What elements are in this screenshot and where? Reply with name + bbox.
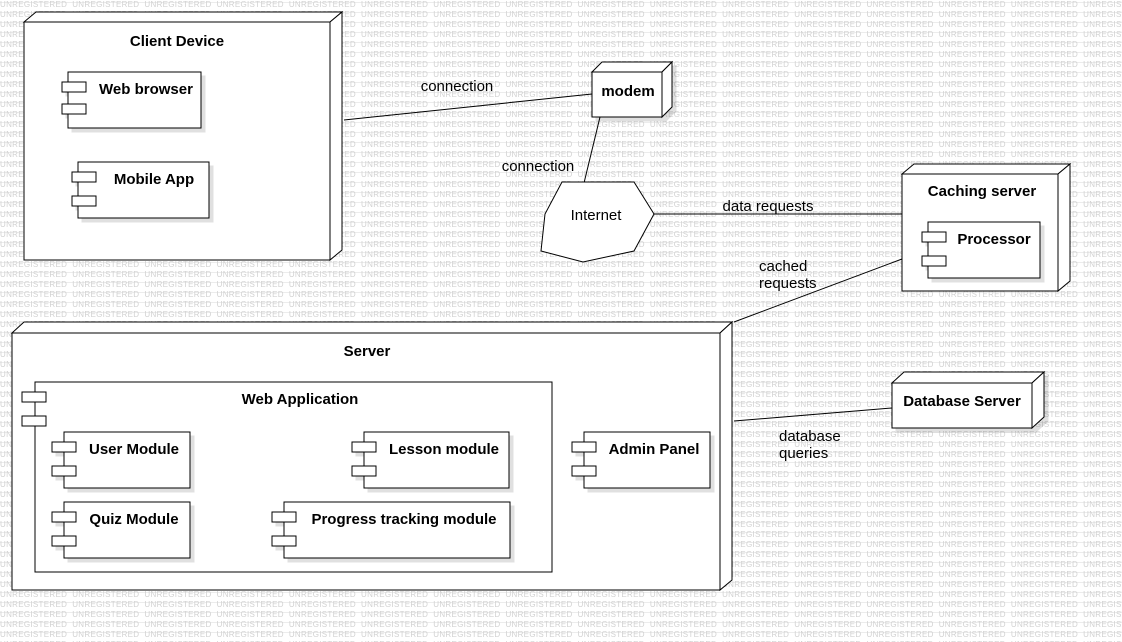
- database-label: database: [779, 428, 841, 445]
- client-device-title: Client Device: [130, 33, 224, 50]
- component-icon: [571, 465, 597, 477]
- component-icon: [71, 171, 97, 183]
- mobile-app-label: Mobile App: [114, 171, 194, 188]
- database-server-node[interactable]: [890, 370, 1046, 430]
- processor-component[interactable]: [921, 221, 1041, 279]
- user-module-label: User Module: [89, 441, 179, 458]
- caching-server-line: [733, 258, 903, 323]
- processor-label: Processor: [957, 231, 1031, 248]
- web-application-title: Web Application: [242, 391, 359, 408]
- component-icon: [61, 81, 87, 93]
- component-icon: [351, 441, 377, 453]
- component-icon: [921, 231, 947, 243]
- server-title: Server: [344, 343, 391, 360]
- component-icon: [61, 103, 87, 115]
- component-icon: [271, 535, 297, 547]
- modem-label: modem: [601, 83, 654, 100]
- admin-panel-component[interactable]: [571, 431, 711, 489]
- component-icon: [21, 415, 47, 427]
- quiz-module-label: Quiz Module: [89, 511, 178, 528]
- lesson-module-label: Lesson module: [389, 441, 499, 458]
- internet-label: Internet: [571, 207, 623, 224]
- lesson-module-component[interactable]: [351, 431, 510, 489]
- modem-internet-line: [583, 116, 601, 184]
- progress-tracking-module-label: Progress tracking module: [311, 511, 496, 528]
- web-browser-label: Web browser: [99, 81, 193, 98]
- modem-node[interactable]: [590, 60, 674, 119]
- component-icon: [921, 255, 947, 267]
- quiz-module-component[interactable]: [51, 501, 191, 559]
- queries-label: queries: [779, 445, 828, 462]
- internet-cloud[interactable]: [540, 181, 655, 263]
- database-server-label: Database Server: [903, 393, 1021, 410]
- component-icon: [271, 511, 297, 523]
- component-icon: [571, 441, 597, 453]
- server-database-line: [733, 407, 893, 422]
- connection-labels: connection connection data requests cach…: [421, 78, 841, 462]
- caching-server-title: Caching server: [928, 183, 1037, 200]
- component-icon: [21, 391, 47, 403]
- cached-label: cached: [759, 258, 807, 275]
- admin-panel-label: Admin Panel: [609, 441, 700, 458]
- component-icon: [51, 465, 77, 477]
- progress-tracking-module-component[interactable]: [271, 501, 511, 559]
- user-module-component[interactable]: [51, 431, 191, 489]
- component-icon: [351, 465, 377, 477]
- mobile-app-component[interactable]: [71, 161, 210, 219]
- client-modem-line: [343, 93, 593, 121]
- connection-lines: [343, 93, 903, 422]
- requests-label: requests: [759, 275, 817, 292]
- client-modem-label: connection: [421, 78, 494, 95]
- client-device-node[interactable]: Client Device: [22, 10, 344, 262]
- modem-internet-label: connection: [502, 158, 575, 175]
- component-icon: [71, 195, 97, 207]
- component-icon: [51, 441, 77, 453]
- data-requests-label: data requests: [723, 198, 814, 215]
- web-browser-component[interactable]: [61, 71, 202, 129]
- component-icon: [51, 535, 77, 547]
- component-icon: [51, 511, 77, 523]
